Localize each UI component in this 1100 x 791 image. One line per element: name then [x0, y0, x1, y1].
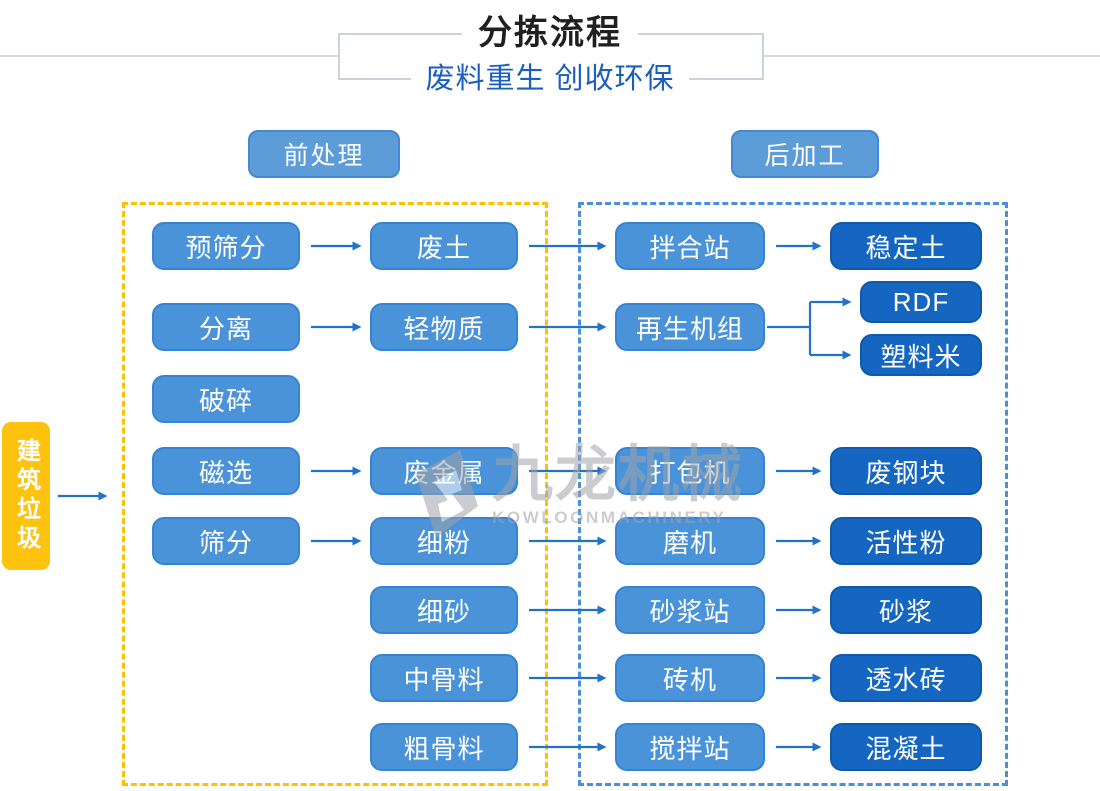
node-xifen: 细粉 [370, 517, 518, 565]
node-hunningtu: 混凝土 [830, 723, 982, 771]
node-banhezhan: 拌合站 [615, 222, 765, 270]
node-fenli: 分离 [152, 303, 300, 351]
node-shajiang: 砂浆 [830, 586, 982, 634]
postprocessing-region-border [578, 202, 1008, 786]
node-feijinshu: 废金属 [370, 447, 518, 495]
node-xisha: 细砂 [370, 586, 518, 634]
node-zhongguliao: 中骨料 [370, 654, 518, 702]
section-label-preprocessing: 前处理 [248, 130, 400, 178]
node-qingwuzhi: 轻物质 [370, 303, 518, 351]
node-feitu: 废土 [370, 222, 518, 270]
node-dabaoji: 打包机 [615, 447, 765, 495]
node-moji: 磨机 [615, 517, 765, 565]
node-wendingtu: 稳定土 [830, 222, 982, 270]
node-shajiangzhan: 砂浆站 [615, 586, 765, 634]
node-cuguliao: 粗骨料 [370, 723, 518, 771]
source-box-construction-waste: 建筑垃圾 [2, 422, 50, 570]
node-cixuan: 磁选 [152, 447, 300, 495]
node-zhuanji: 砖机 [615, 654, 765, 702]
title-frame [338, 33, 764, 80]
preprocessing-region-border [122, 202, 548, 786]
node-suliaomi: 塑料米 [860, 334, 982, 376]
node-rdf: RDF [860, 281, 982, 323]
node-jiaobanzhan: 搅拌站 [615, 723, 765, 771]
node-shaifen: 筛分 [152, 517, 300, 565]
node-yushaifen: 预筛分 [152, 222, 300, 270]
node-posui: 破碎 [152, 375, 300, 423]
node-feigangkuai: 废钢块 [830, 447, 982, 495]
node-huoxingfen: 活性粉 [830, 517, 982, 565]
section-label-postprocessing: 后加工 [731, 130, 879, 178]
node-toushuizhuan: 透水砖 [830, 654, 982, 702]
node-zaishengjizu: 再生机组 [615, 303, 765, 351]
